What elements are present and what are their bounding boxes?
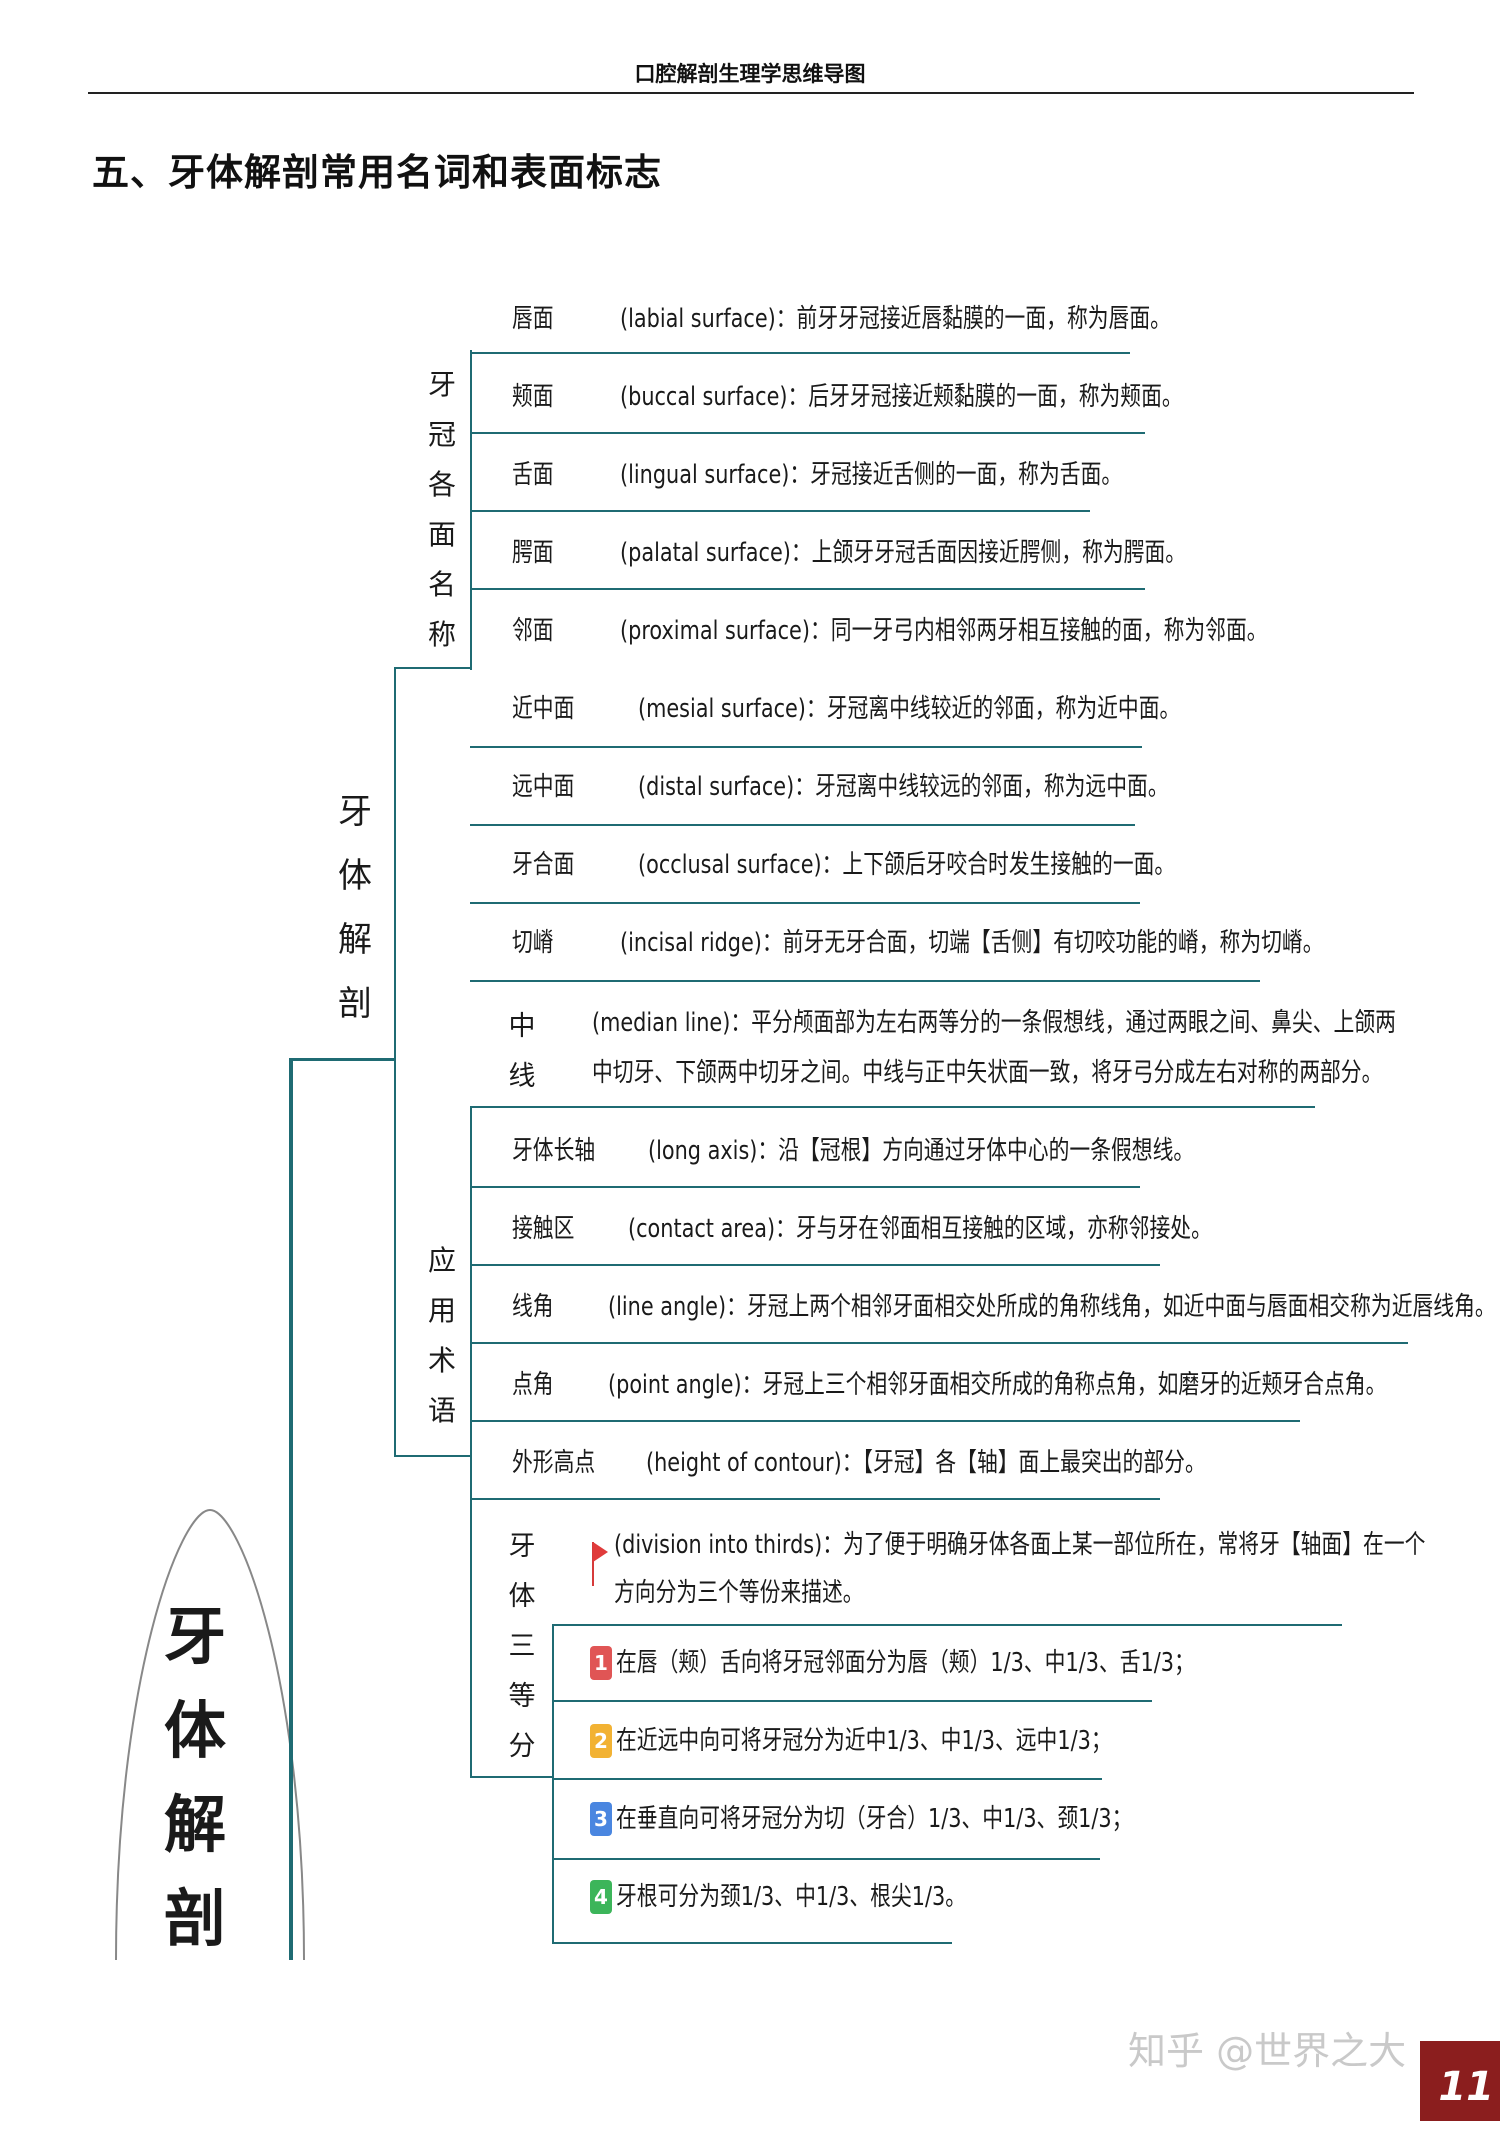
row-underline bbox=[470, 588, 1145, 590]
root-label-text: 牙体解剖 bbox=[163, 1600, 226, 1955]
desc-occlusal: (occlusal surface)：上下颌后牙咬合时发生接触的一面。 bbox=[638, 850, 1176, 880]
term-buccal: 颊面 bbox=[512, 382, 554, 412]
row-underline bbox=[470, 1342, 1408, 1344]
row-underline bbox=[470, 510, 1090, 512]
term-contact-area: 接触区 bbox=[512, 1214, 575, 1244]
row-underline bbox=[552, 1624, 1342, 1626]
document-header-title: 口腔解剖生理学思维导图 bbox=[634, 62, 866, 86]
desc-contact-area: (contact area)：牙与牙在邻面相互接触的区域，亦称邻接处。 bbox=[628, 1214, 1212, 1244]
term-long-axis: 牙体长轴 bbox=[512, 1136, 596, 1166]
row-underline bbox=[470, 432, 1145, 434]
flag-icon bbox=[592, 1542, 608, 1586]
row-underline bbox=[470, 1420, 1300, 1422]
thirds-item-1: 在唇（颊）舌向将牙冠邻面分为唇（颊）1/3、中1/3、舌1/3； bbox=[616, 1648, 1195, 1678]
desc-distal: (distal surface)：牙冠离中线较远的邻面，称为远中面。 bbox=[638, 772, 1169, 802]
term-mesial: 近中面 bbox=[512, 694, 575, 724]
branch-bracket bbox=[394, 667, 396, 1457]
term-point-angle: 点角 bbox=[512, 1370, 554, 1400]
watermark: 知乎 @世界之大 bbox=[1128, 2029, 1407, 2073]
group-terms-label: 应用术语 bbox=[425, 1236, 459, 1436]
term-labial: 唇面 bbox=[512, 304, 554, 334]
badge-number-3-icon: 3 bbox=[590, 1802, 612, 1836]
desc-proximal: (proximal surface)：同一牙弓内相邻两牙相互接触的面，称为邻面。 bbox=[620, 616, 1268, 646]
root-node-arc bbox=[115, 1508, 305, 1960]
median-line-label: 中线 bbox=[505, 1002, 539, 1102]
row-underline bbox=[470, 980, 1260, 982]
desc-long-axis: (long axis)：沿【冠根】方向通过牙体中心的一条假想线。 bbox=[648, 1136, 1195, 1166]
desc-line-angle: (line angle)：牙冠上两个相邻牙面相交处所成的角称线角，如近中面与唇面… bbox=[608, 1292, 1496, 1322]
desc-buccal: (buccal surface)：后牙牙冠接近颊黏膜的一面，称为颊面。 bbox=[620, 382, 1183, 412]
thirds-item-4: 牙根可分为颈1/3、中1/3、根尖1/3。 bbox=[616, 1882, 967, 1912]
group-terms-text: 应用术语 bbox=[427, 1244, 456, 1427]
thirds-bracket bbox=[552, 1626, 554, 1944]
desc-height-contour: (height of contour)：【牙冠】各【轴】面上最突出的部分。 bbox=[646, 1448, 1206, 1478]
branch-label-text: 牙体解剖 bbox=[338, 792, 372, 1024]
row-underline bbox=[470, 352, 1130, 354]
group-thirds-label: 牙体三等分 bbox=[505, 1522, 539, 1772]
thirds-intro-1: (division into thirds)：为了便于明确牙体各面上某一部位所在… bbox=[614, 1530, 1426, 1560]
root-node-label: 牙体解剖 bbox=[155, 1590, 235, 1967]
thirds-item-2: 在近远中向可将牙冠分为近中1/3、中1/3、远中1/3； bbox=[616, 1726, 1112, 1756]
section-heading: 五、牙体解剖常用名词和表面标志 bbox=[92, 150, 662, 194]
thirds-item-3: 在垂直向可将牙冠分为切（牙合）1/3、中1/3、颈1/3； bbox=[616, 1804, 1133, 1834]
badge-number-2-icon: 2 bbox=[590, 1724, 612, 1758]
desc-lingual: (lingual surface)：牙冠接近舌侧的一面，称为舌面。 bbox=[620, 460, 1123, 490]
branch-top-tick bbox=[394, 667, 470, 669]
row-underline bbox=[470, 1264, 1160, 1266]
term-occlusal: 牙合面 bbox=[512, 850, 575, 880]
row-underline bbox=[552, 1858, 1100, 1860]
trunk-line bbox=[289, 1060, 293, 1960]
thirds-bottom-line bbox=[470, 1776, 552, 1778]
row-underline bbox=[470, 902, 1140, 904]
desc-point-angle: (point angle)：牙冠上三个相邻牙面相交所成的角称点角，如磨牙的近颊牙… bbox=[608, 1370, 1387, 1400]
row-underline bbox=[470, 824, 1135, 826]
trunk-branch-line bbox=[289, 1058, 394, 1061]
term-proximal: 邻面 bbox=[512, 616, 554, 646]
desc-labial: (labial surface)：前牙牙冠接近唇黏膜的一面，称为唇面。 bbox=[620, 304, 1171, 334]
terms-bracket bbox=[470, 1106, 472, 1776]
term-lingual: 舌面 bbox=[512, 460, 554, 490]
row-underline bbox=[470, 746, 1142, 748]
median-line-text: 中线 bbox=[508, 1011, 536, 1092]
branch-label: 牙体解剖 bbox=[338, 780, 372, 1036]
thirds-intro-2: 方向分为三个等份来描述。 bbox=[614, 1578, 864, 1608]
term-line-angle: 线角 bbox=[512, 1292, 554, 1322]
term-incisal: 切嵴 bbox=[512, 928, 554, 958]
row-underline bbox=[470, 1498, 1160, 1500]
group-crown-faces-label: 牙冠各面名称 bbox=[425, 360, 459, 660]
group-thirds-text: 牙体三等分 bbox=[508, 1531, 536, 1762]
desc-incisal: (incisal ridge)：前牙无牙合面，切端【舌侧】有切咬功能的嵴，称为切… bbox=[620, 928, 1324, 958]
row-underline bbox=[552, 1778, 1102, 1780]
term-height-contour: 外形高点 bbox=[512, 1448, 596, 1478]
row-underline bbox=[470, 1106, 1315, 1108]
badge-number-1-icon: 1 bbox=[590, 1646, 612, 1680]
desc-palatal: (palatal surface)：上颌牙牙冠舌面因接近腭侧，称为腭面。 bbox=[620, 538, 1187, 568]
header-rule bbox=[88, 92, 1414, 94]
row-underline bbox=[470, 1186, 1140, 1188]
row-underline bbox=[552, 1700, 1152, 1702]
page-number-badge: 11 bbox=[1420, 2041, 1500, 2121]
term-distal: 远中面 bbox=[512, 772, 575, 802]
desc-mesial: (mesial surface)：牙冠离中线较近的邻面，称为近中面。 bbox=[638, 694, 1181, 724]
group-crown-faces-text: 牙冠各面名称 bbox=[427, 368, 456, 651]
term-palatal: 腭面 bbox=[512, 538, 554, 568]
median-line-desc-2: 中切牙、下颌两中切牙之间。中线与正中矢状面一致，将牙弓分成左右对称的两部分。 bbox=[592, 1058, 1383, 1088]
median-line-desc-1: (median line)：平分颅面部为左右两等分的一条假想线，通过两眼之间、鼻… bbox=[592, 1008, 1396, 1038]
row-underline bbox=[552, 1942, 952, 1944]
branch-bottom-tick bbox=[394, 1455, 470, 1457]
badge-number-4-icon: 4 bbox=[590, 1880, 612, 1914]
